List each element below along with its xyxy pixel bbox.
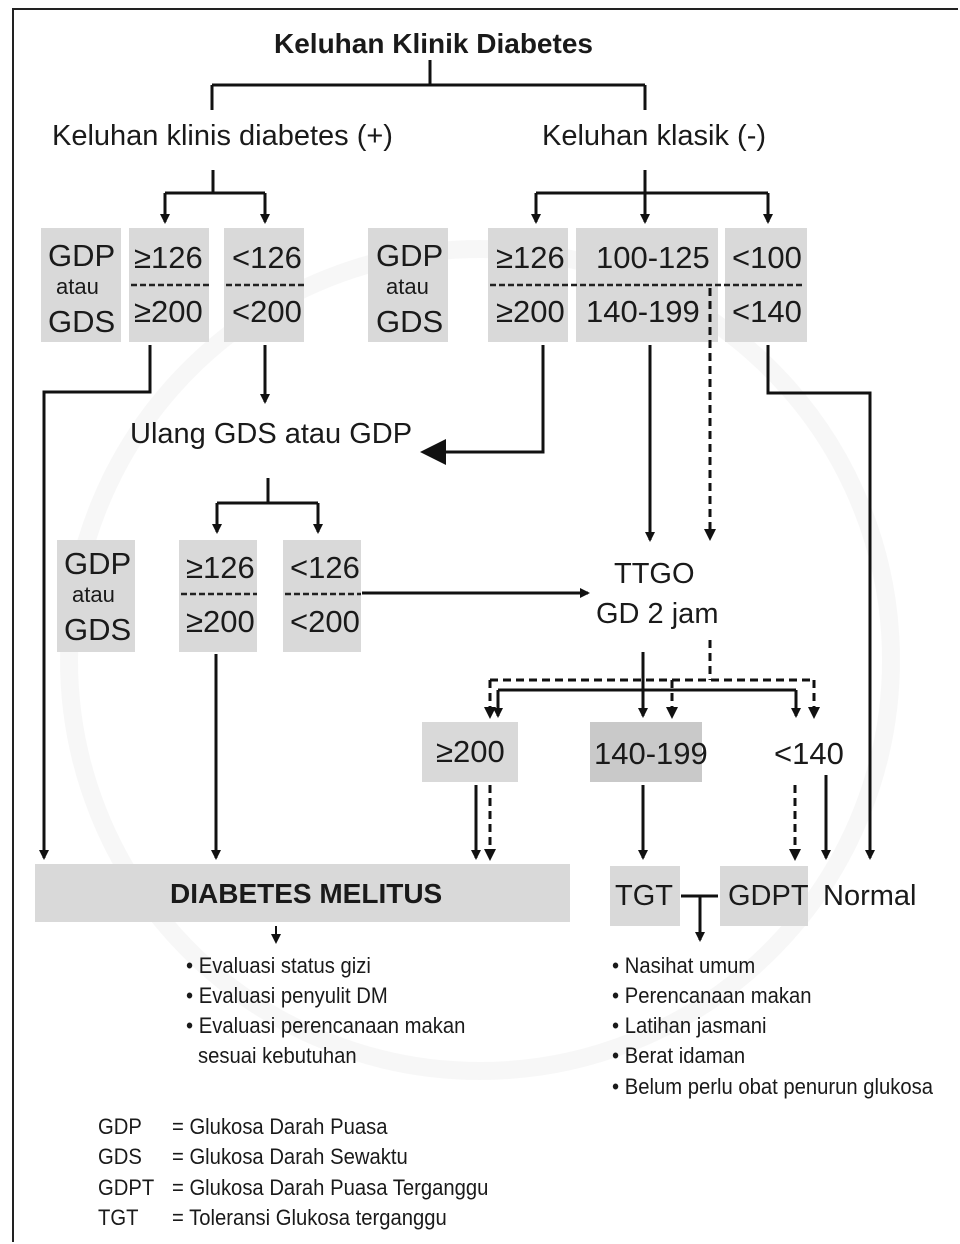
- branch-right-label: Keluhan klasik (-): [542, 120, 767, 152]
- test-label-atau-repeat: atau: [72, 582, 115, 607]
- repeat-box-1: [179, 540, 257, 652]
- test-label-atau-right: atau: [386, 274, 429, 299]
- ttgo-result-box-1: [422, 722, 518, 782]
- left-box-1-bottom: ≥200: [134, 294, 203, 329]
- test-label-box-left: [41, 228, 121, 342]
- repeat-box-1-top: ≥126: [186, 550, 255, 585]
- repeat-box-2-bottom: <200: [290, 604, 360, 639]
- legend-desc-1: = Glukosa Darah Puasa: [172, 1114, 388, 1139]
- branch-left-label: Keluhan klinis diabetes (+): [52, 120, 393, 152]
- ttgo-result-box-2: [590, 722, 702, 782]
- test-label-gdp-repeat: GDP: [64, 546, 132, 581]
- repeat-box-1-bottom: ≥200: [186, 604, 255, 639]
- right-box-1-bottom: ≥200: [496, 294, 565, 329]
- tgt-action-1-text: Nasihat umum: [624, 953, 756, 978]
- right-box-3-bottom: <140: [732, 294, 802, 329]
- legend-abbr-2: GDS: [98, 1144, 142, 1169]
- test-label-gdp-right: GDP: [376, 238, 444, 273]
- legend-desc-4: = Toleransi Glukosa terganggu: [172, 1205, 447, 1230]
- tgt-action-4-text: Berat idaman: [624, 1043, 746, 1068]
- right-box-1-top: ≥126: [496, 240, 565, 275]
- dm-action-3-text: Evaluasi perencanaan makan: [198, 1013, 466, 1038]
- dm-action-4: sesuai kebutuhan: [198, 1043, 357, 1068]
- left-box-2-bottom: <200: [232, 294, 302, 329]
- legend-desc-3: = Glukosa Darah Puasa Terganggu: [172, 1175, 489, 1200]
- right-box-2-top: 100-125: [596, 240, 710, 275]
- left-box-2-top: <126: [232, 240, 302, 275]
- normal-label: Normal: [823, 880, 917, 912]
- repeat-label: Ulang GDS atau GDP: [130, 418, 413, 450]
- legend-abbr-4: TGT: [98, 1205, 139, 1230]
- diagram-frame: [12, 8, 958, 1242]
- tgt-action-5-text: Belum perlu obat penurun glukosa: [624, 1074, 934, 1099]
- test-label-gdp: GDP: [48, 238, 116, 273]
- tgt-box: [610, 866, 680, 926]
- left-box-1-top: ≥126: [134, 240, 203, 275]
- tgt-action-3: • Latihan jasmani: [612, 1013, 767, 1038]
- dm-action-2-text: Evaluasi penyulit DM: [198, 983, 388, 1008]
- tgt-action-2-text: Perencanaan makan: [624, 983, 812, 1008]
- tgt-action-5: • Belum perlu obat penurun glukosa: [612, 1074, 934, 1099]
- ttgo-sublabel: GD 2 jam: [596, 598, 719, 630]
- tgt-action-3-text: Latihan jasmani: [624, 1013, 767, 1038]
- right-box-2-bottom: 140-199: [586, 294, 700, 329]
- repeat-box-2: [283, 540, 361, 652]
- test-label-gds-repeat: GDS: [64, 612, 132, 647]
- dm-action-1: • Evaluasi status gizi: [186, 953, 371, 978]
- dm-action-2: • Evaluasi penyulit DM: [186, 983, 388, 1008]
- test-label-box-repeat: [57, 540, 135, 652]
- ttgo-label: TTGO: [614, 558, 695, 590]
- test-label-gds-right: GDS: [376, 304, 444, 339]
- repeat-box-2-top: <126: [290, 550, 360, 585]
- ttgo-result-2: 140-199: [594, 736, 708, 771]
- gdpt-box: [720, 866, 808, 926]
- legend-desc-2: = Glukosa Darah Sewaktu: [172, 1144, 408, 1169]
- diagram-title: Keluhan Klinik Diabetes: [274, 28, 593, 59]
- ttgo-result-3: <140: [774, 736, 844, 771]
- tgt-label: TGT: [615, 880, 673, 912]
- legend-abbr-1: GDP: [98, 1114, 142, 1139]
- tgt-action-4: • Berat idaman: [612, 1043, 746, 1068]
- legend-abbr-3: GDPT: [98, 1175, 155, 1200]
- tgt-action-2: • Perencanaan makan: [612, 983, 812, 1008]
- test-label-gds: GDS: [48, 304, 116, 339]
- dm-action-3: • Evaluasi perencanaan makan: [186, 1013, 466, 1038]
- test-label-box-right: [368, 228, 448, 342]
- right-box-3-top: <100: [732, 240, 802, 275]
- diabetes-label: DIABETES MELITUS: [170, 878, 443, 909]
- test-label-atau: atau: [56, 274, 99, 299]
- tgt-action-1: • Nasihat umum: [612, 953, 756, 978]
- ttgo-result-1: ≥200: [436, 734, 505, 769]
- gdpt-label: GDPT: [728, 880, 809, 912]
- diabetes-box: [35, 864, 570, 922]
- dm-action-1-text: Evaluasi status gizi: [198, 953, 371, 978]
